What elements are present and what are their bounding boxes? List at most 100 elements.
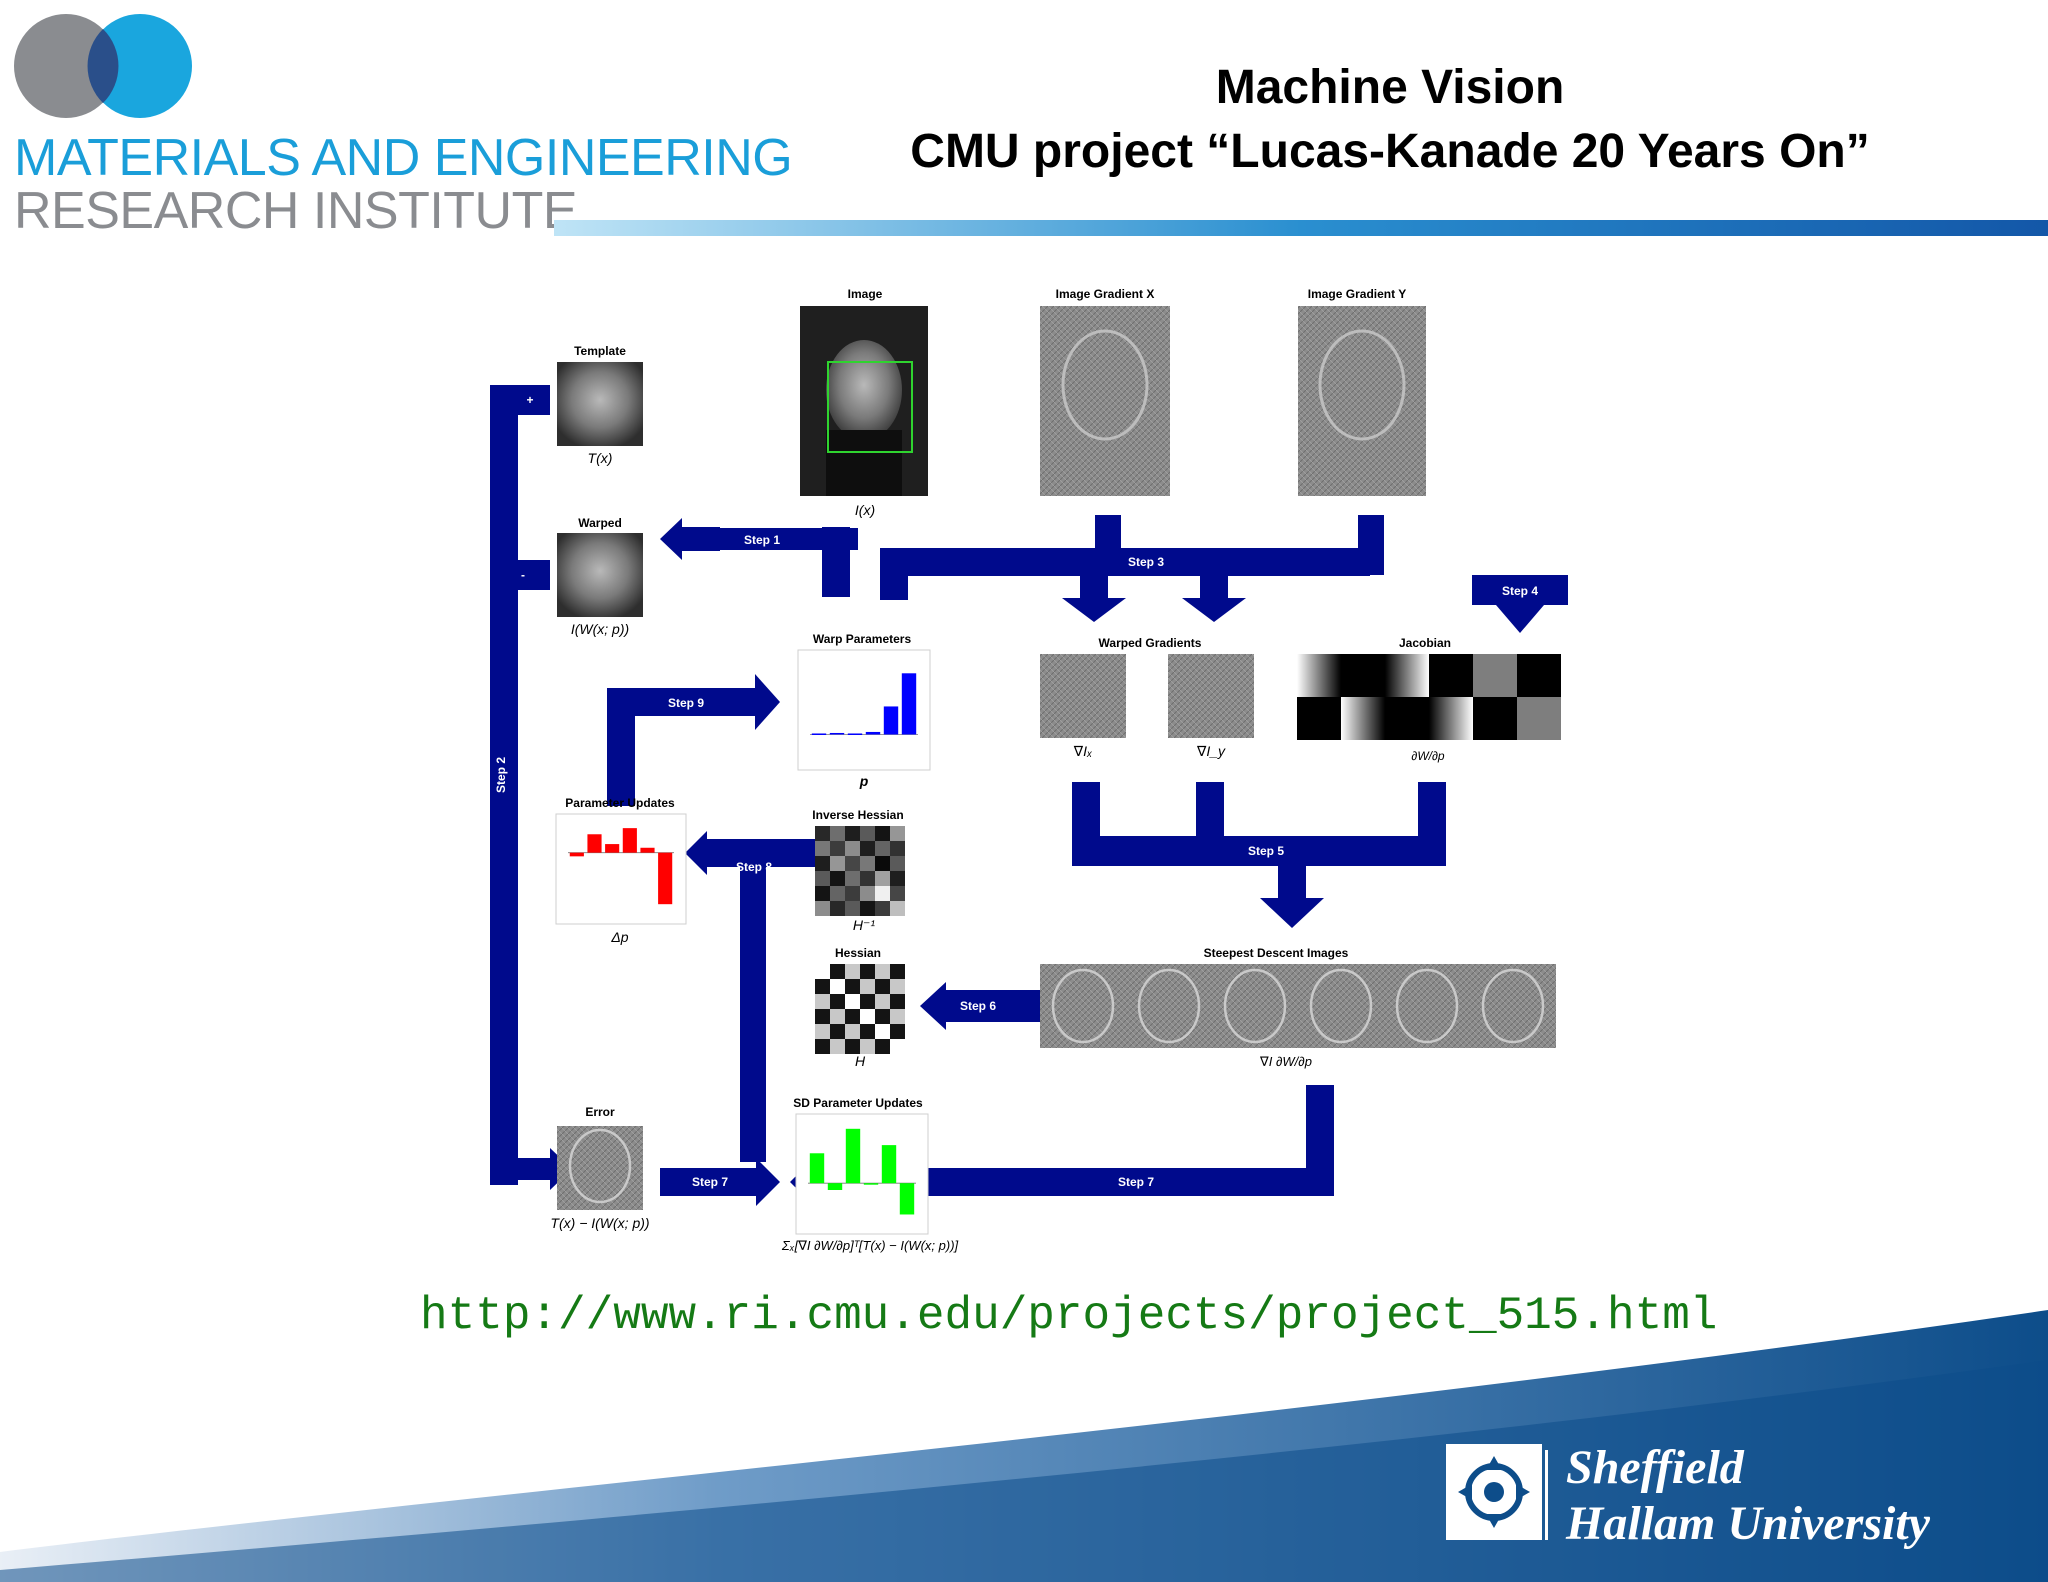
matrix-cell [875, 1039, 890, 1054]
matrix-cell [860, 979, 875, 994]
step3-from-grady [1358, 515, 1384, 575]
matrix-cell [815, 964, 830, 979]
step8-arrow [685, 831, 707, 875]
steepest-descent-title: Steepest Descent Images [1204, 946, 1349, 960]
matrix-cell [890, 871, 905, 886]
template-title: Template [574, 344, 626, 358]
step3-label: Step 3 [1128, 555, 1164, 569]
chart-bar [881, 1145, 897, 1184]
matrix-cell [815, 886, 830, 901]
sd-parameter-updates-bars [808, 1128, 916, 1215]
step1-label: Step 1 [744, 533, 780, 547]
matrix-cell [845, 979, 860, 994]
matrix-cell [890, 1024, 905, 1039]
matrix-cell [815, 826, 830, 841]
warped-caption: I(W(x; p)) [571, 621, 629, 637]
matrix-cell [845, 1039, 860, 1054]
warped-image [557, 533, 643, 617]
image-title: Image [848, 287, 883, 301]
warped-gradient-y-image [1168, 654, 1254, 738]
chart-bar [811, 733, 827, 735]
chart-bar [883, 706, 899, 735]
chart-bar [865, 731, 881, 735]
matrix-cell [875, 964, 890, 979]
matrix-cell [875, 841, 890, 856]
sd-parameter-updates-caption: Σₓ[∇I ∂W/∂p]ᵀ[T(x) − I(W(x; p))] [781, 1238, 959, 1253]
chart-bar [658, 852, 673, 905]
matrix-cell [830, 841, 845, 856]
step3-bar [880, 548, 1370, 576]
chart-bar [863, 1183, 879, 1185]
step7-left-label: Step 7 [692, 1175, 728, 1189]
step6-arrow [920, 982, 946, 1030]
matrix-cell [875, 979, 890, 994]
project-url: http://www.ri.cmu.edu/projects/project_5… [420, 1290, 1718, 1342]
matrix-cell [875, 1024, 890, 1039]
warped-gradient-x-image [1040, 654, 1126, 738]
slide-title: Machine Vision [1215, 61, 1565, 114]
chart-bar [809, 1153, 825, 1184]
matrix-cell [815, 841, 830, 856]
gradient-x-title: Image Gradient X [1056, 287, 1155, 301]
matrix-cell [860, 901, 875, 916]
matrix-cell [875, 856, 890, 871]
matrix-cell [815, 994, 830, 1009]
matrix-cell [815, 979, 830, 994]
step5-label: Step 5 [1248, 844, 1284, 858]
template-caption: T(x) [588, 450, 613, 466]
step2-top-plus-tab [490, 385, 550, 415]
chart-bar [569, 852, 584, 857]
logo-line-1: MATERIALS AND ENGINEERING [14, 129, 793, 187]
steepest-descent-caption: ∇I ∂W/∂p [1259, 1054, 1312, 1069]
chart-bar [605, 844, 620, 853]
parameter-updates-title: Parameter Updates [565, 796, 675, 810]
matrix-cell [890, 994, 905, 1009]
step5-bar [1072, 836, 1446, 866]
matrix-cell [860, 1039, 875, 1054]
image-caption: I(x) [855, 502, 875, 518]
matrix-cell [890, 901, 905, 916]
warp-parameters-chart [797, 649, 931, 771]
gradient-y-image [1298, 306, 1426, 496]
chart-bar [899, 1183, 915, 1215]
university-name-line-1: Sheffield [1566, 1441, 1744, 1494]
warp-parameters-bars [810, 673, 918, 735]
chart-bar [829, 732, 845, 735]
chart-bar [901, 673, 917, 735]
warp-parameters-caption: p [859, 773, 869, 789]
error-image [557, 1126, 643, 1210]
matrix-cell [830, 1039, 845, 1054]
inverse-hessian-matrix [815, 826, 905, 916]
error-title: Error [585, 1105, 615, 1119]
matrix-cell [830, 994, 845, 1009]
step2-label: Step 2 [494, 757, 508, 793]
matrix-cell [830, 886, 845, 901]
warped-gradient-x-caption: ∇Iₓ [1073, 743, 1093, 759]
matrix-cell [860, 886, 875, 901]
matrix-cell [890, 979, 905, 994]
matrix-cell [830, 1024, 845, 1039]
matrix-cell [875, 901, 890, 916]
matrix-cell [845, 901, 860, 916]
hessian-caption: H [855, 1053, 866, 1069]
gradient-x-image [1040, 306, 1170, 496]
step5-arrow [1260, 898, 1324, 928]
step6-bar [945, 990, 1041, 1022]
step3-arrow-wx [1062, 598, 1126, 622]
slide-subtitle: CMU project “Lucas-Kanade 20 Years On” [910, 125, 1870, 178]
matrix-cell [875, 871, 890, 886]
matrix-cell [845, 871, 860, 886]
step7-right-label: Step 7 [1118, 1175, 1154, 1189]
matrix-cell [830, 871, 845, 886]
matrix-cell [890, 826, 905, 841]
step8-label: Step 8 [736, 860, 772, 874]
matrix-cell [890, 886, 905, 901]
matrix-cell [815, 901, 830, 916]
matrix-cell [845, 886, 860, 901]
matrix-cell [830, 1009, 845, 1024]
matrix-cell [815, 1009, 830, 1024]
jacobian-image [1297, 654, 1561, 740]
matrix-cell [875, 994, 890, 1009]
template-image [557, 362, 643, 446]
